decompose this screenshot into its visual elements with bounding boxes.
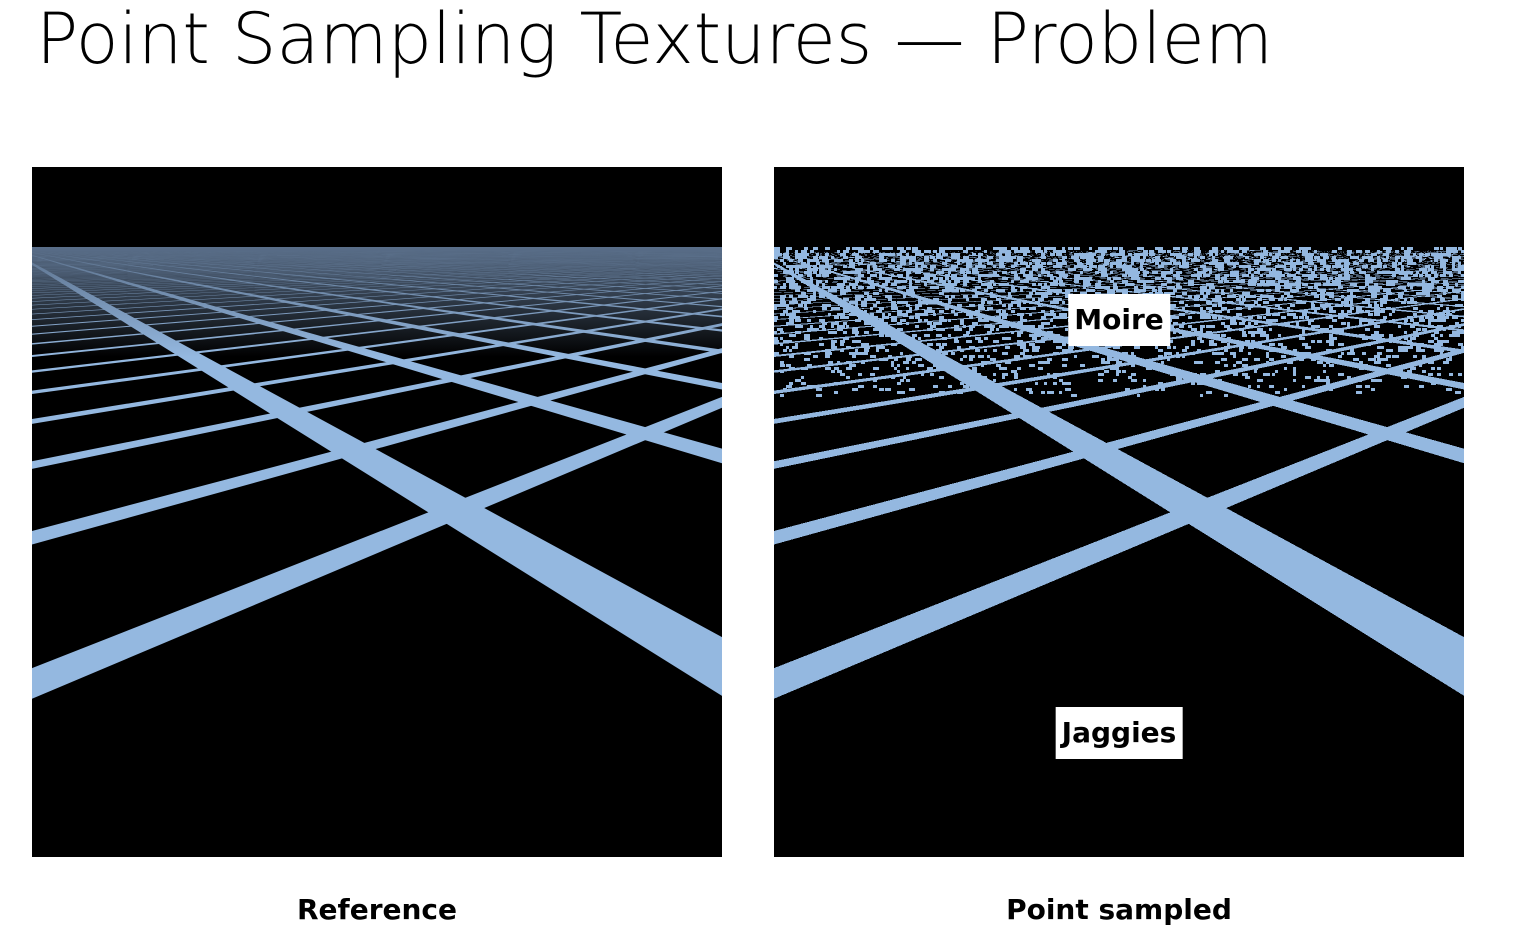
point-sampled-grid-render bbox=[774, 167, 1464, 857]
moire-label: Moire bbox=[1068, 294, 1170, 346]
reference-image bbox=[32, 167, 722, 857]
reference-grid-render bbox=[32, 167, 722, 857]
slide-title: Point Sampling Textures — Problem bbox=[36, 0, 1273, 80]
point-sampled-caption: Point sampled bbox=[1006, 893, 1232, 926]
jaggies-label: Jaggies bbox=[1055, 707, 1183, 759]
point-sampled-image bbox=[774, 167, 1464, 857]
reference-caption: Reference bbox=[296, 893, 458, 926]
